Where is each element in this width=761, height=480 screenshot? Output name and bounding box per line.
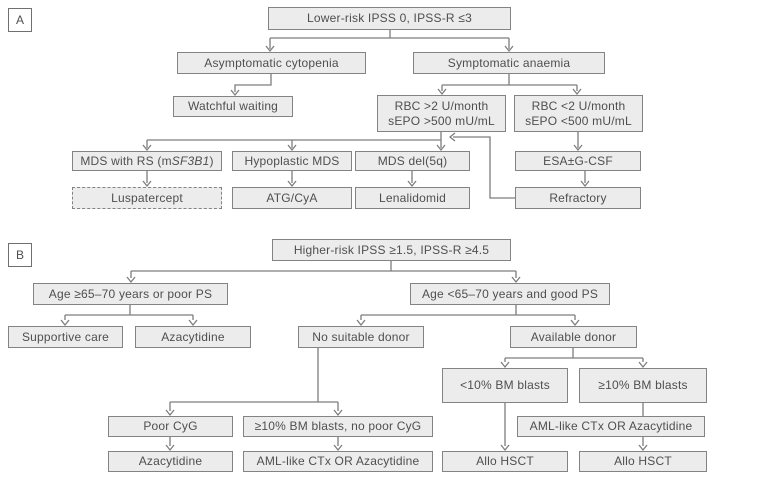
arrowheads-b	[60, 276, 648, 452]
node-mds-with-rs-prefix: MDS with RS (m	[80, 153, 172, 168]
node-watchful-waiting: Watchful waiting	[173, 96, 293, 117]
node-mds-with-rs-gene: SF3B1	[171, 153, 210, 168]
node-esa-gcsf: ESA±G-CSF	[515, 151, 641, 171]
node-atg-cya: ATG/CyA	[232, 187, 352, 209]
node-poor-cyg: Poor CyG	[108, 416, 233, 437]
panel-a-label: A	[8, 8, 32, 32]
node-refractory: Refractory	[515, 187, 641, 209]
node-rbc-low: RBC <2 U/month sEPO <500 mU/mL	[514, 95, 643, 132]
node-hypoplastic-mds: Hypoplastic MDS	[232, 151, 352, 171]
connector-lines-a	[146, 30, 586, 199]
node-symptomatic-anaemia: Symptomatic anaemia	[413, 52, 605, 74]
node-allo-hsct-left: Allo HSCT	[442, 451, 568, 472]
node-rbc-high-line1: RBC >2 U/month	[394, 98, 489, 113]
arrowheads-a	[142, 45, 590, 188]
node-aml-ctx-or-aza-lower: AML-like CTx OR Azacytidine	[243, 451, 433, 472]
node-azacytidine-upper: Azacytidine	[135, 326, 251, 348]
node-lower-risk: Lower-risk IPSS 0, IPSS-R ≤3	[268, 7, 511, 30]
node-supportive-care: Supportive care	[8, 326, 123, 348]
node-lenalidomid: Lenalidomid	[355, 187, 470, 209]
node-blasts-ge10-no-poor-cyg: ≥10% BM blasts, no poor CyG	[243, 416, 433, 437]
node-no-suitable-donor: No suitable donor	[298, 326, 424, 348]
node-age-older: Age ≥65–70 years or poor PS	[33, 283, 228, 305]
node-rbc-high: RBC >2 U/month sEPO >500 mU/mL	[377, 95, 506, 132]
node-available-donor: Available donor	[510, 326, 637, 348]
node-rbc-low-line2: sEPO <500 mU/mL	[525, 113, 632, 128]
node-age-younger: Age <65–70 years and good PS	[410, 283, 610, 305]
node-azacytidine-lower: Azacytidine	[108, 451, 233, 472]
node-rbc-high-line2: sEPO >500 mU/mL	[388, 113, 495, 128]
node-mds-del5q: MDS del(5q)	[355, 151, 470, 171]
node-asymptomatic-cytopenia: Asymptomatic cytopenia	[177, 52, 366, 74]
panel-b-label: B	[8, 243, 32, 267]
node-allo-hsct-right: Allo HSCT	[579, 451, 707, 472]
connector-lines-b	[64, 261, 644, 446]
node-aml-ctx-or-aza-mid: AML-like CTx OR Azacytidine	[517, 416, 705, 437]
node-rbc-low-line1: RBC <2 U/month	[531, 98, 626, 113]
node-higher-risk: Higher-risk IPSS ≥1.5, IPSS-R ≥4.5	[272, 239, 511, 261]
node-blasts-ge10: ≥10% BM blasts	[579, 368, 707, 403]
node-mds-with-rs-suffix: )	[209, 153, 214, 168]
node-luspatercept: Luspatercept	[72, 187, 222, 209]
node-blasts-lt10: <10% BM blasts	[442, 368, 568, 403]
